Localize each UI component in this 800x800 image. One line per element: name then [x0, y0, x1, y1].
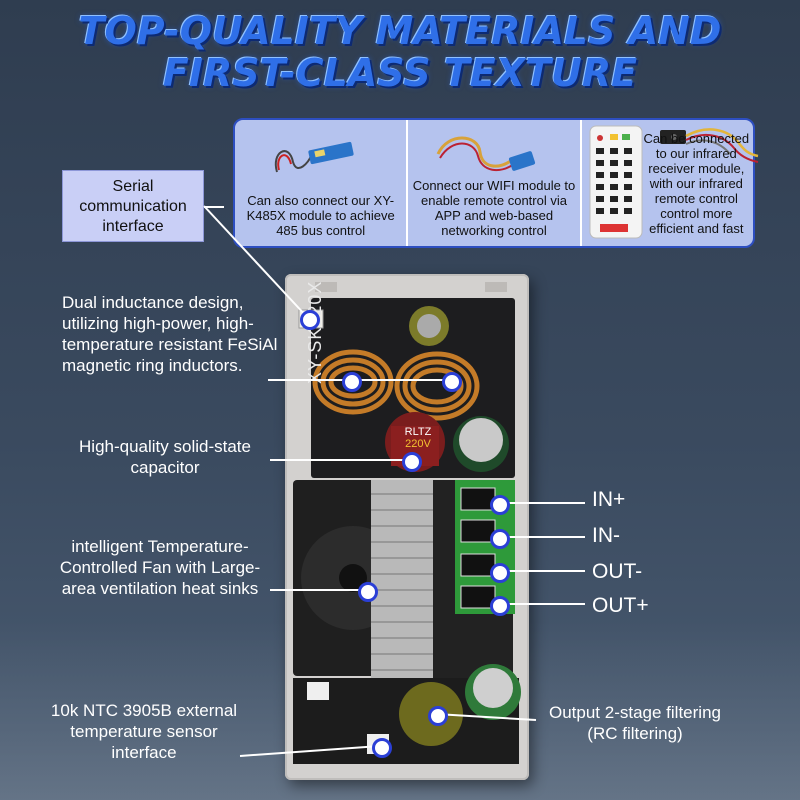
- serial-marker-dot: [300, 310, 320, 330]
- feature-rs485-text: Can also connect our XY-K485X module to …: [246, 193, 395, 238]
- inductor-callout: Dual inductance design, utilizing high-p…: [62, 293, 278, 375]
- terminal-in-plus: IN+: [592, 488, 626, 511]
- ntc-marker-dot: [372, 738, 392, 758]
- output-filter-callout: Output 2-stage filtering (RC filtering): [549, 703, 721, 743]
- rs485-module-icon: [274, 141, 354, 173]
- ir-remote-icon: [589, 125, 758, 239]
- capacitor-value: 220: [405, 438, 424, 450]
- headline: TOP-QUALITY MATERIALS AND FIRST-CLASS TE…: [0, 10, 800, 94]
- terminal-marker-out-plus: [490, 596, 510, 616]
- serial-interface-label: Serial communication interface: [62, 170, 204, 242]
- inductor-marker-dot-1: [342, 372, 362, 392]
- serial-leader-h: [204, 206, 224, 208]
- headline-line-1: TOP-QUALITY MATERIALS AND: [78, 9, 722, 53]
- feature-wifi: Connect our WIFI module to enable remote…: [408, 120, 582, 246]
- expansion-modules-panel: Can also connect our XY-K485X module to …: [233, 118, 758, 248]
- terminal-in-minus: IN-: [592, 524, 620, 547]
- wifi-module-icon: [436, 136, 536, 172]
- terminal-marker-out-minus: [490, 563, 510, 583]
- capacitor-marking: RLTZ 220V: [403, 426, 433, 450]
- capacitor-marker-dot: [402, 452, 422, 472]
- feature-rs485: Can also connect our XY-K485X module to …: [235, 120, 409, 246]
- headline-line-2: FIRST-CLASS TEXTURE: [162, 51, 638, 95]
- terminal-marker-in-minus: [490, 529, 510, 549]
- terminal-out-minus: OUT-: [592, 560, 643, 583]
- ntc-callout: 10k NTC 3905B external temperature senso…: [50, 701, 238, 762]
- inductor-marker-dot-2: [442, 372, 462, 392]
- feature-wifi-text: Connect our WIFI module to enable remote…: [412, 178, 576, 238]
- terminal-marker-in-plus: [490, 495, 510, 515]
- fan-marker-dot: [358, 582, 378, 602]
- output-filter-marker-dot: [428, 706, 448, 726]
- feature-infrared-text: Can be connected to our infrared receive…: [643, 131, 750, 236]
- capacitor-callout: High-quality solid-state capacitor: [79, 437, 251, 477]
- capacitor-voltage: V: [423, 438, 431, 450]
- feature-infrared: Can be connected to our infrared receive…: [582, 120, 758, 246]
- terminal-out-plus: OUT+: [592, 594, 649, 617]
- capacitor-brand: RLTZ: [404, 426, 432, 438]
- fan-callout: intelligent Temperature-Controlled Fan w…: [59, 537, 261, 598]
